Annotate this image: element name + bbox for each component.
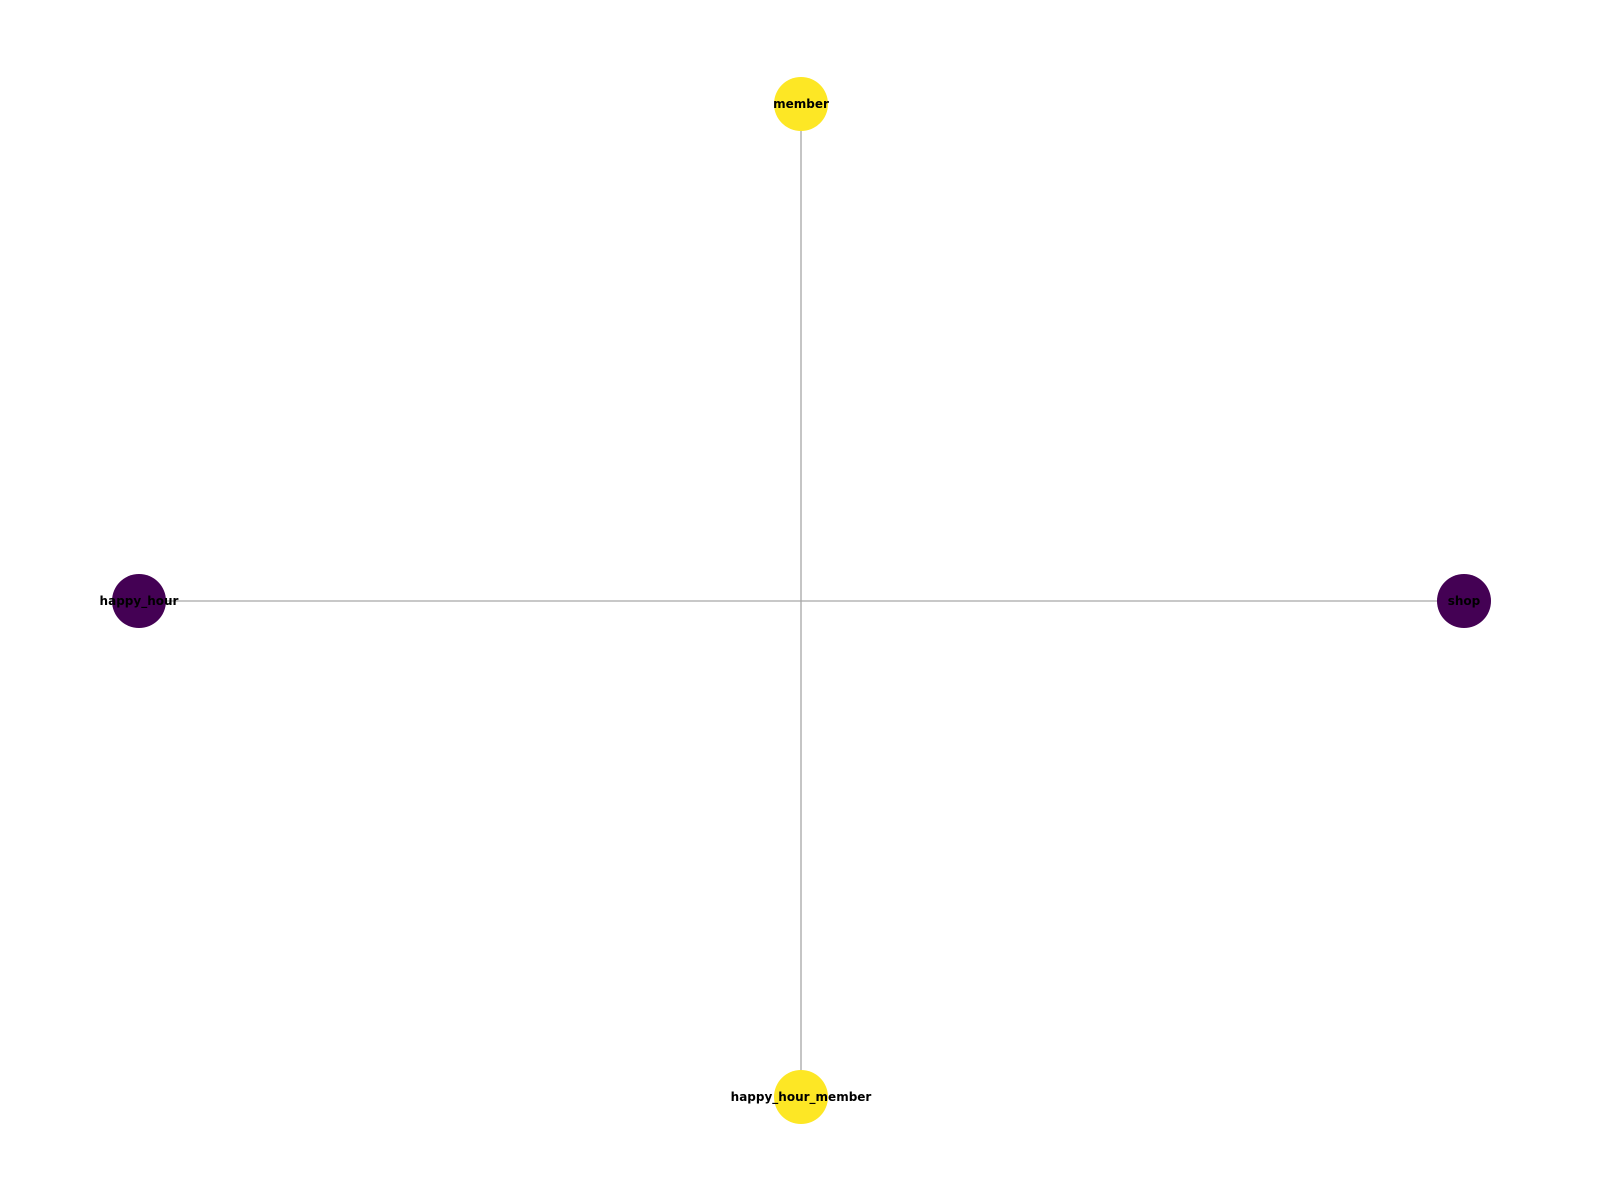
node-member-circle [774, 77, 828, 131]
node-happy-hour: happy_hour [100, 574, 179, 628]
node-member-label: member [773, 97, 829, 111]
node-shop-label: shop [1448, 594, 1481, 608]
node-happy-hour-label: happy_hour [100, 594, 179, 609]
node-shop: shop [1437, 574, 1491, 628]
node-happy-hour-circle [112, 574, 166, 628]
node-happy-hour-member: happy_hour_member [731, 1070, 872, 1124]
node-happy-hour-member-label: happy_hour_member [731, 1090, 872, 1105]
node-happy-hour-member-circle [774, 1070, 828, 1124]
nodes-layer: member happy_hour shop happy_hour_member [100, 77, 1491, 1124]
edges-layer [139, 104, 1464, 1097]
node-member: member [773, 77, 829, 131]
node-shop-circle [1437, 574, 1491, 628]
